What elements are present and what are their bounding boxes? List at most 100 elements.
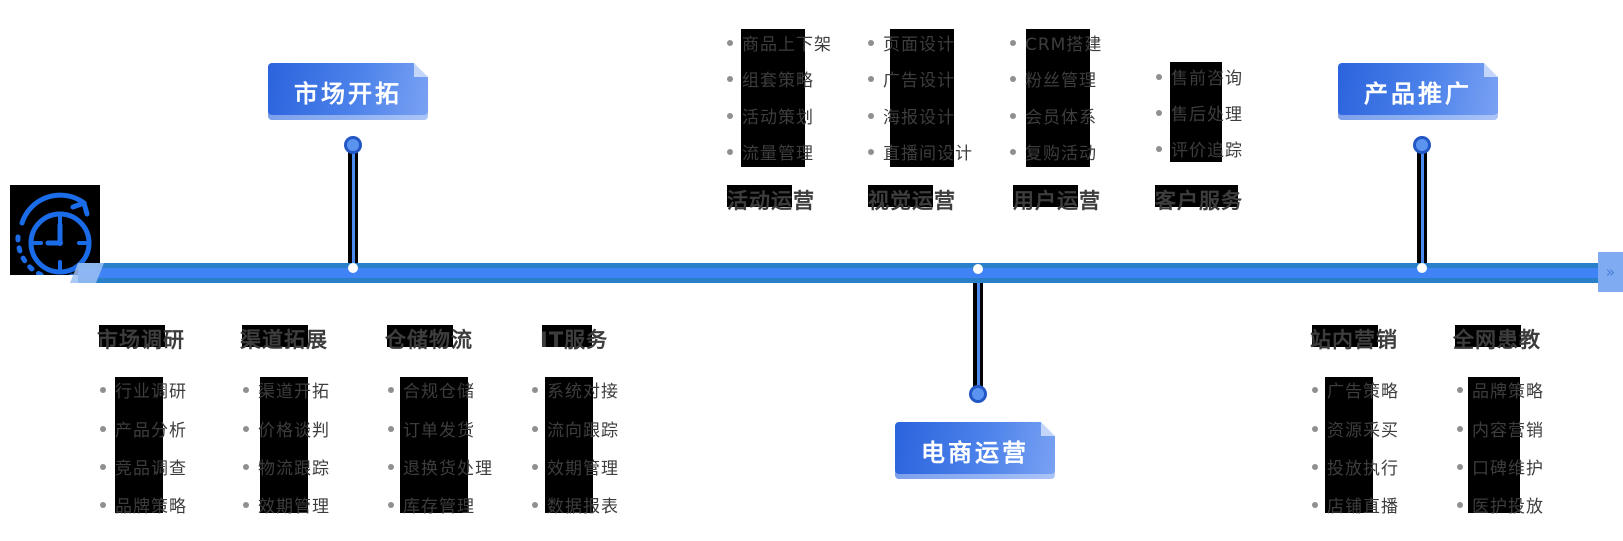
bullet-icon (868, 75, 874, 82)
bullet-icon (1156, 109, 1162, 116)
bullet-icon (1010, 75, 1016, 82)
bullet-icon (1010, 112, 1016, 119)
bullet-icon (243, 463, 249, 470)
badge-market-dev: 市场开拓 (268, 63, 428, 120)
bullet-icon (100, 463, 106, 470)
group-title: 全网患教 (1453, 328, 1541, 352)
list-item: 活动策划 (727, 103, 814, 128)
list-item: CRM搭建 (1010, 30, 1102, 55)
placeholder-black-rect (1325, 377, 1373, 513)
group-title: 站内营销 (1310, 328, 1398, 352)
bullet-icon (727, 75, 733, 82)
fold-corner (1041, 422, 1055, 436)
bullet-icon (532, 463, 538, 470)
list-item: 投放执行 (1312, 454, 1399, 479)
bullet-icon (1156, 73, 1162, 80)
group-title: 客户服务 (1155, 189, 1243, 213)
bullet-icon (868, 39, 874, 46)
bullet-icon (727, 39, 733, 46)
list-item: 售前咨询 (1156, 64, 1243, 89)
placeholder-black-rect (1013, 185, 1078, 207)
connector-line (348, 150, 358, 266)
connector-node (969, 385, 987, 403)
bullet-icon (1312, 501, 1318, 508)
bullet-icon (868, 148, 874, 155)
bullet-icon (532, 386, 538, 393)
list-item: 品牌策略 (100, 492, 187, 517)
placeholder-black-rect (400, 377, 468, 513)
placeholder-black-rect (741, 29, 805, 167)
connector-node (344, 136, 362, 154)
list-item: 合规仓储 (388, 377, 475, 402)
placeholder-black-rect (1468, 377, 1520, 513)
bullet-icon (1010, 39, 1016, 46)
fold-corner (414, 63, 428, 77)
timeline-end-arrow: » (1598, 252, 1623, 292)
list-item: 评价追踪 (1156, 136, 1243, 161)
bullet-icon (532, 501, 538, 508)
clock-history-icon (15, 192, 92, 282)
placeholder-black-rect (260, 377, 308, 513)
placeholder-black-rect (542, 325, 592, 347)
list-item: 物流跟踪 (243, 454, 330, 479)
bullet-icon (388, 501, 394, 508)
placeholder-black-rect (890, 29, 954, 167)
list-item: 行业调研 (100, 377, 187, 402)
list-item: 直播间设计 (868, 139, 973, 164)
list-item: 页面设计 (868, 30, 955, 55)
group-title: IT服务 (540, 328, 609, 352)
list-item: 品牌策略 (1457, 377, 1544, 402)
bullet-icon (388, 463, 394, 470)
bullet-icon (1010, 148, 1016, 155)
list-item: 渠道开拓 (243, 377, 330, 402)
list-item: 复购活动 (1010, 139, 1097, 164)
bullet-icon (1312, 463, 1318, 470)
group-title: 渠道拓展 (240, 328, 328, 352)
bullet-icon (100, 501, 106, 508)
bullet-icon (388, 386, 394, 393)
badge-product-promo: 产品推广 (1338, 63, 1498, 120)
list-item: 粉丝管理 (1010, 66, 1097, 91)
bullet-icon (868, 112, 874, 119)
group-title: 活动运营 (727, 189, 815, 213)
arrow-right-icon: » (1605, 262, 1616, 281)
list-item: 医护投放 (1457, 492, 1544, 517)
connector-node (1413, 136, 1431, 154)
list-item: 口碑维护 (1457, 454, 1544, 479)
bullet-icon (100, 386, 106, 393)
list-item: 售后处理 (1156, 100, 1243, 125)
list-item: 内容营销 (1457, 416, 1544, 441)
list-item: 库存管理 (388, 492, 475, 517)
list-item: 数据报表 (532, 492, 619, 517)
clock-icon (10, 185, 100, 282)
placeholder-black-rect (1026, 29, 1090, 167)
list-item: 效期管理 (532, 454, 619, 479)
timeline-junction-dot (973, 264, 983, 274)
bullet-icon (1457, 501, 1463, 508)
bullet-icon (727, 148, 733, 155)
list-item: 流向跟踪 (532, 416, 619, 441)
bullet-icon (727, 112, 733, 119)
placeholder-black-rect (242, 325, 308, 347)
badge-ecommerce-ops: 电商运营 (895, 422, 1055, 479)
timeline-junction-dot (1417, 263, 1427, 273)
list-item: 海报设计 (868, 103, 955, 128)
list-item: 流量管理 (727, 139, 814, 164)
list-item: 系统对接 (532, 377, 619, 402)
group-title: 用户运营 (1013, 189, 1101, 213)
list-item: 产品分析 (100, 416, 187, 441)
list-item: 商品上下架 (727, 30, 832, 55)
connector-line (973, 272, 983, 388)
placeholder-black-rect (1155, 185, 1238, 207)
placeholder-black-rect (1312, 325, 1378, 347)
bullet-icon (100, 425, 106, 432)
connector-line (1417, 150, 1427, 266)
placeholder-black-rect (115, 377, 163, 513)
bullet-icon (243, 425, 249, 432)
bullet-icon (1457, 425, 1463, 432)
list-item: 店铺直播 (1312, 492, 1399, 517)
timeline-junction-dot (348, 263, 358, 273)
bullet-icon (1156, 145, 1162, 152)
badge-label: 电商运营 (921, 439, 1029, 467)
placeholder-black-rect (545, 377, 593, 513)
